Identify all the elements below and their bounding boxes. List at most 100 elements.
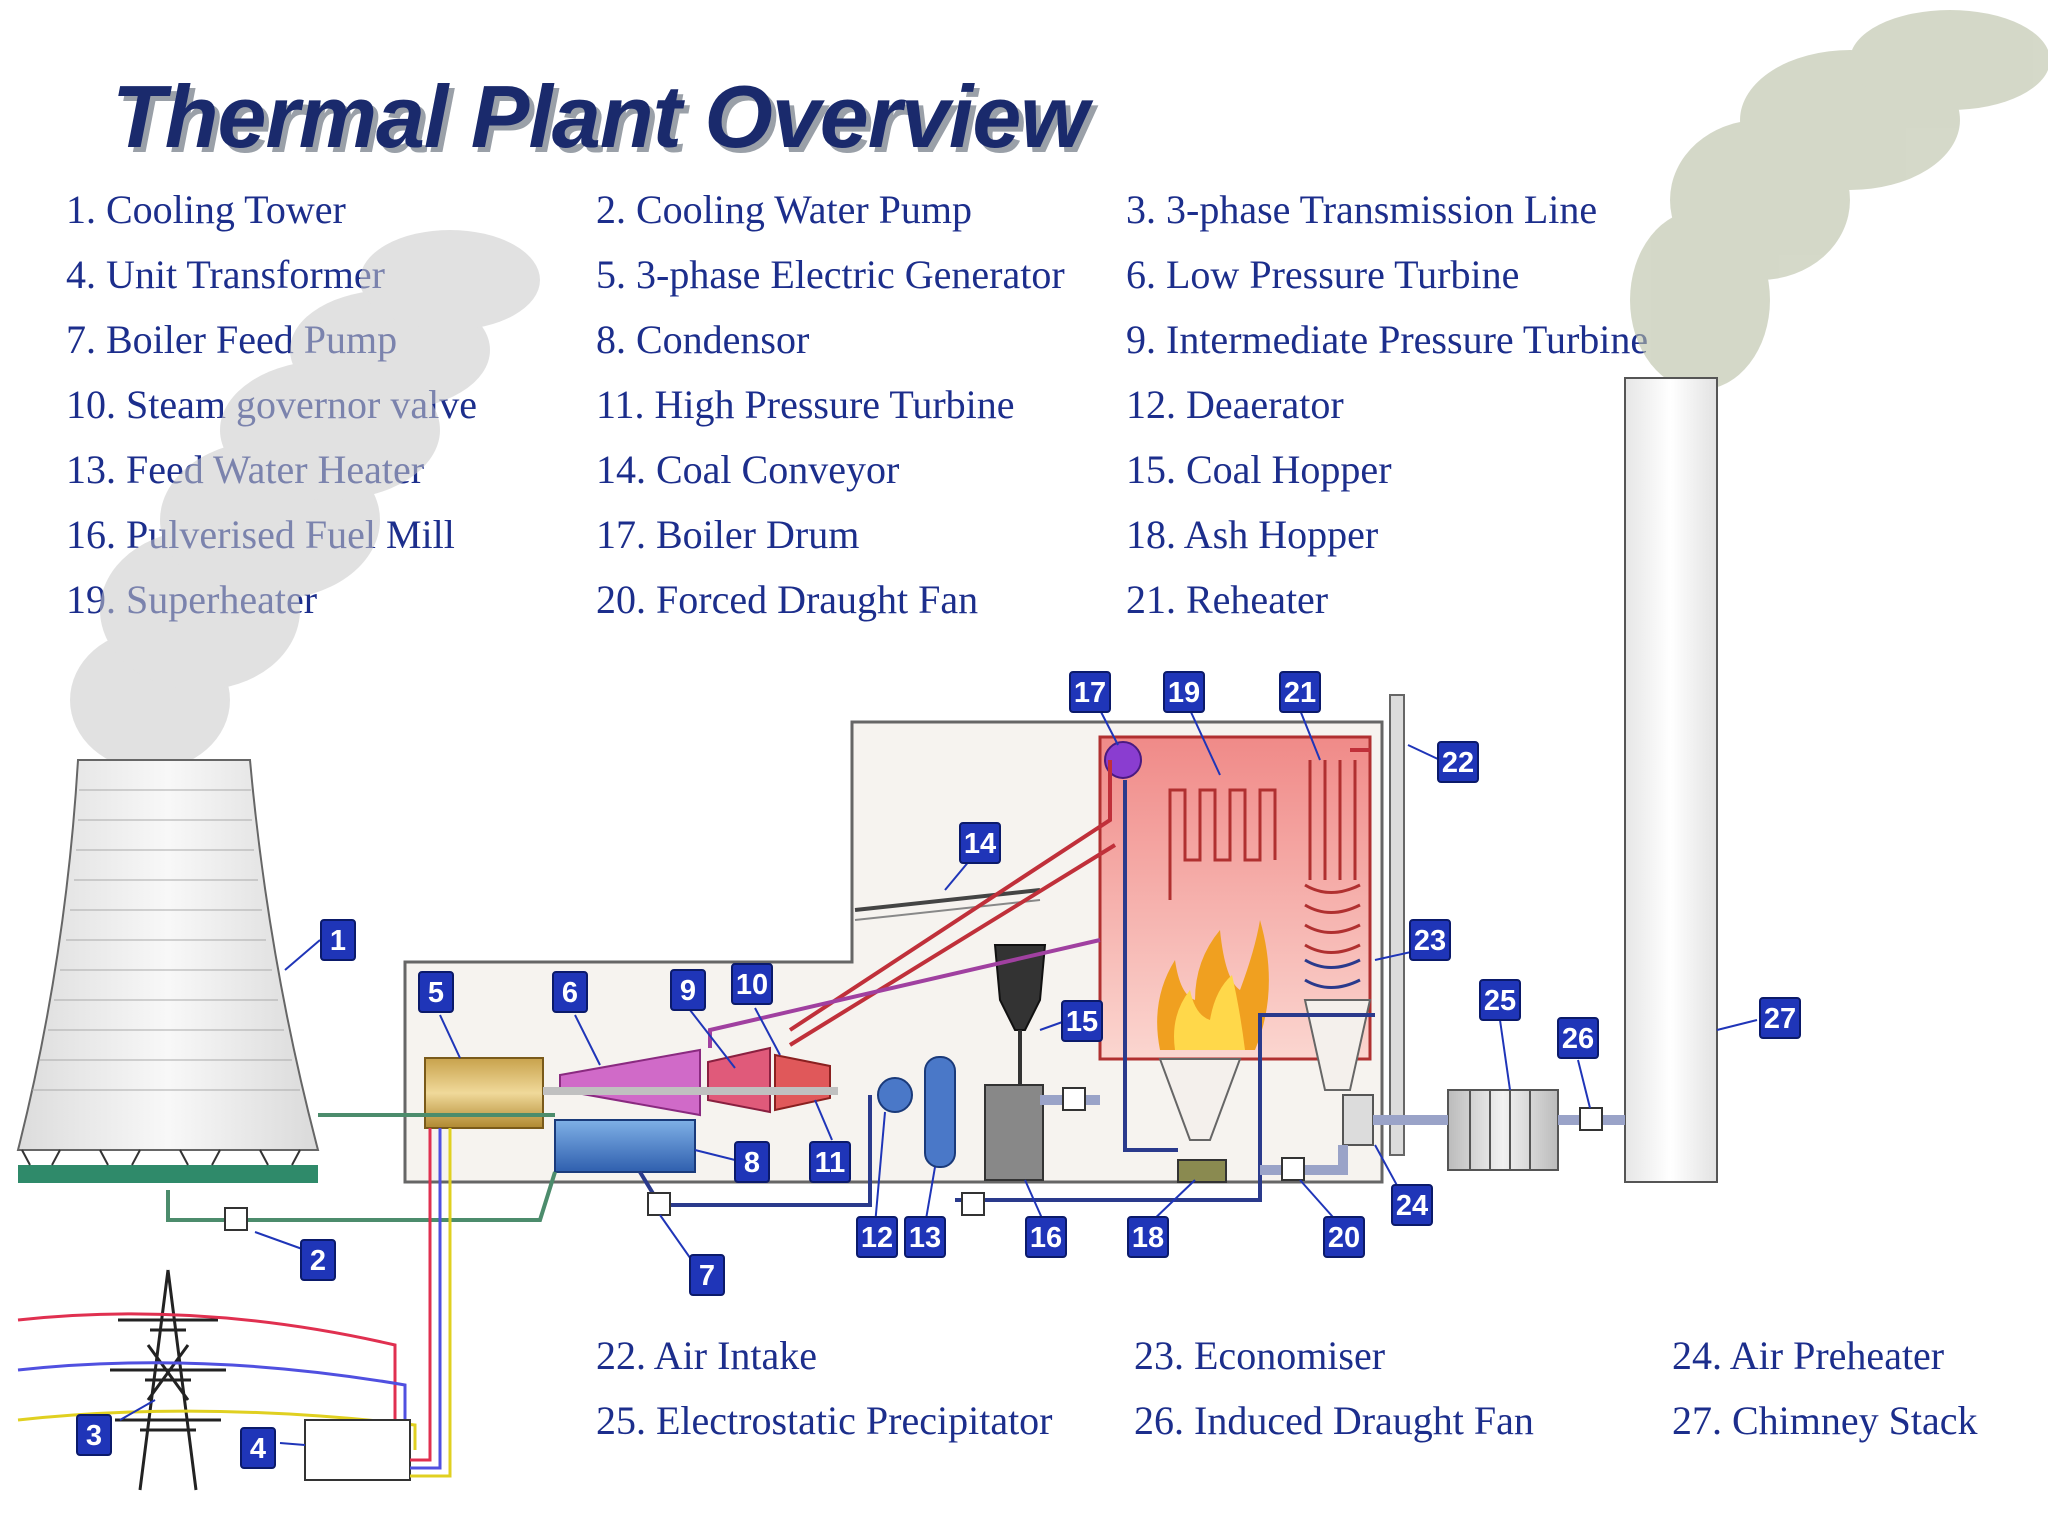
electrostatic-precipitator <box>1447 1089 1559 1171</box>
badge-label: 6 <box>562 977 578 1009</box>
badge-13: 13 <box>904 1216 946 1258</box>
legend-item: 2. Cooling Water Pump <box>596 187 973 232</box>
badge-20: 20 <box>1323 1216 1365 1258</box>
legend-item: 1. Cooling Tower <box>66 187 346 232</box>
badge-box <box>1759 997 1801 1039</box>
badge-box <box>300 1239 336 1281</box>
badge-label: 11 <box>815 1147 846 1179</box>
legend-item: 6. Low Pressure Turbine <box>1126 252 1520 297</box>
badge-box <box>689 1254 725 1296</box>
badge-box <box>809 1141 851 1183</box>
furnace-flames <box>1157 920 1269 1050</box>
badge-label: 8 <box>744 1147 760 1179</box>
badge-label: 18 <box>1132 1222 1164 1254</box>
badge-22: 22 <box>1437 741 1479 783</box>
generator-output-lines <box>410 1128 452 1478</box>
badge-box <box>1409 919 1451 961</box>
badge-4: 4 <box>240 1427 276 1469</box>
badge-label: 25 <box>1484 985 1516 1017</box>
badge-label: 16 <box>1030 1222 1062 1254</box>
badge-box <box>1479 979 1521 1021</box>
legend-item: 4. Unit Transformer <box>66 252 385 297</box>
badge-19: 19 <box>1163 671 1205 713</box>
badge-box <box>1069 671 1111 713</box>
badge-label: 5 <box>428 977 444 1009</box>
page-title: Thermal Plant Overview <box>112 67 1089 166</box>
badge-box <box>552 971 588 1013</box>
badge-5: 5 <box>418 971 454 1013</box>
economiser-hopper <box>1303 999 1372 1091</box>
badge-box <box>731 963 773 1005</box>
low-pressure-turbine <box>559 1048 701 1117</box>
air-intake <box>1389 694 1405 1156</box>
legend-item: 24. Air Preheater <box>1672 1333 1945 1378</box>
badge-leader-lines <box>119 709 1758 1446</box>
badge-label: 20 <box>1328 1222 1360 1254</box>
economiser-coil <box>1304 958 1361 989</box>
ash-hopper <box>1177 1159 1227 1183</box>
coal-conveyor-lower <box>854 899 1041 921</box>
badge-label: 17 <box>1074 677 1106 709</box>
badge-label: 27 <box>1764 1003 1796 1035</box>
air-preheater <box>1342 1094 1374 1146</box>
badge-box <box>1025 1216 1067 1258</box>
badge-label: 2 <box>310 1245 326 1277</box>
badge-box <box>959 822 1001 864</box>
legend-item: 20. Forced Draught Fan <box>596 577 979 622</box>
badge-10: 10 <box>731 963 773 1005</box>
badge-label: 22 <box>1442 747 1474 779</box>
badge-11: 11 <box>809 1141 851 1183</box>
badge-box <box>76 1414 112 1456</box>
badge-21: 21 <box>1279 671 1321 713</box>
badge-label: 24 <box>1396 1190 1428 1222</box>
badge-24: 24 <box>1391 1184 1433 1226</box>
legend-item: 18. Ash Hopper <box>1126 512 1379 557</box>
deaerator <box>877 1077 913 1113</box>
badge-16: 16 <box>1025 1216 1067 1258</box>
badge-26: 26 <box>1557 1017 1599 1059</box>
cooling-tower <box>16 759 320 1151</box>
badge-label: 23 <box>1414 925 1446 957</box>
badge-25: 25 <box>1479 979 1521 1021</box>
badge-label: 1 <box>330 925 346 957</box>
precipitator-plates <box>1469 1090 1531 1170</box>
pulverised-fuel-mill <box>984 1084 1044 1181</box>
badge-label: 7 <box>699 1260 715 1292</box>
badge-box <box>1437 741 1479 783</box>
reheater-coil <box>1304 760 1361 954</box>
badge-box <box>904 1216 946 1258</box>
chimney-smoke <box>1630 10 2048 390</box>
badge-box <box>1279 671 1321 713</box>
badge-box <box>1127 1216 1169 1258</box>
badge-3: 3 <box>76 1414 112 1456</box>
badge-label: 14 <box>964 828 996 860</box>
boiler-drum <box>1104 741 1142 779</box>
legend-item: 11. High Pressure Turbine <box>596 382 1015 427</box>
coal-hopper <box>993 944 1047 1031</box>
badge-7: 7 <box>689 1254 725 1296</box>
condenser <box>554 1119 696 1173</box>
pump-fan-symbols <box>224 1087 1603 1231</box>
electric-generator <box>424 1057 544 1129</box>
badge-box <box>320 919 356 961</box>
cooling-tower-bands <box>32 789 300 1091</box>
badge-box <box>734 1141 770 1183</box>
furnace-hopper <box>1158 1058 1242 1141</box>
badge-14: 14 <box>959 822 1001 864</box>
badge-label: 15 <box>1066 1006 1098 1038</box>
badge-box <box>856 1216 898 1258</box>
badge-23: 23 <box>1409 919 1451 961</box>
legend-item: 8. Condensor <box>596 317 810 362</box>
badge-label: 26 <box>1562 1023 1594 1055</box>
superheater-coil <box>1168 788 1277 900</box>
badge-box <box>670 969 706 1011</box>
cooling-tower-legs <box>21 1149 301 1166</box>
badge-8: 8 <box>734 1141 770 1183</box>
legend-item: 27. Chimney Stack <box>1672 1398 1978 1443</box>
badge-2: 2 <box>300 1239 336 1281</box>
badge-label: 12 <box>861 1222 893 1254</box>
legend-item: 21. Reheater <box>1126 577 1329 622</box>
legend-item: 14. Coal Conveyor <box>596 447 900 492</box>
badge-label: 9 <box>680 975 696 1007</box>
